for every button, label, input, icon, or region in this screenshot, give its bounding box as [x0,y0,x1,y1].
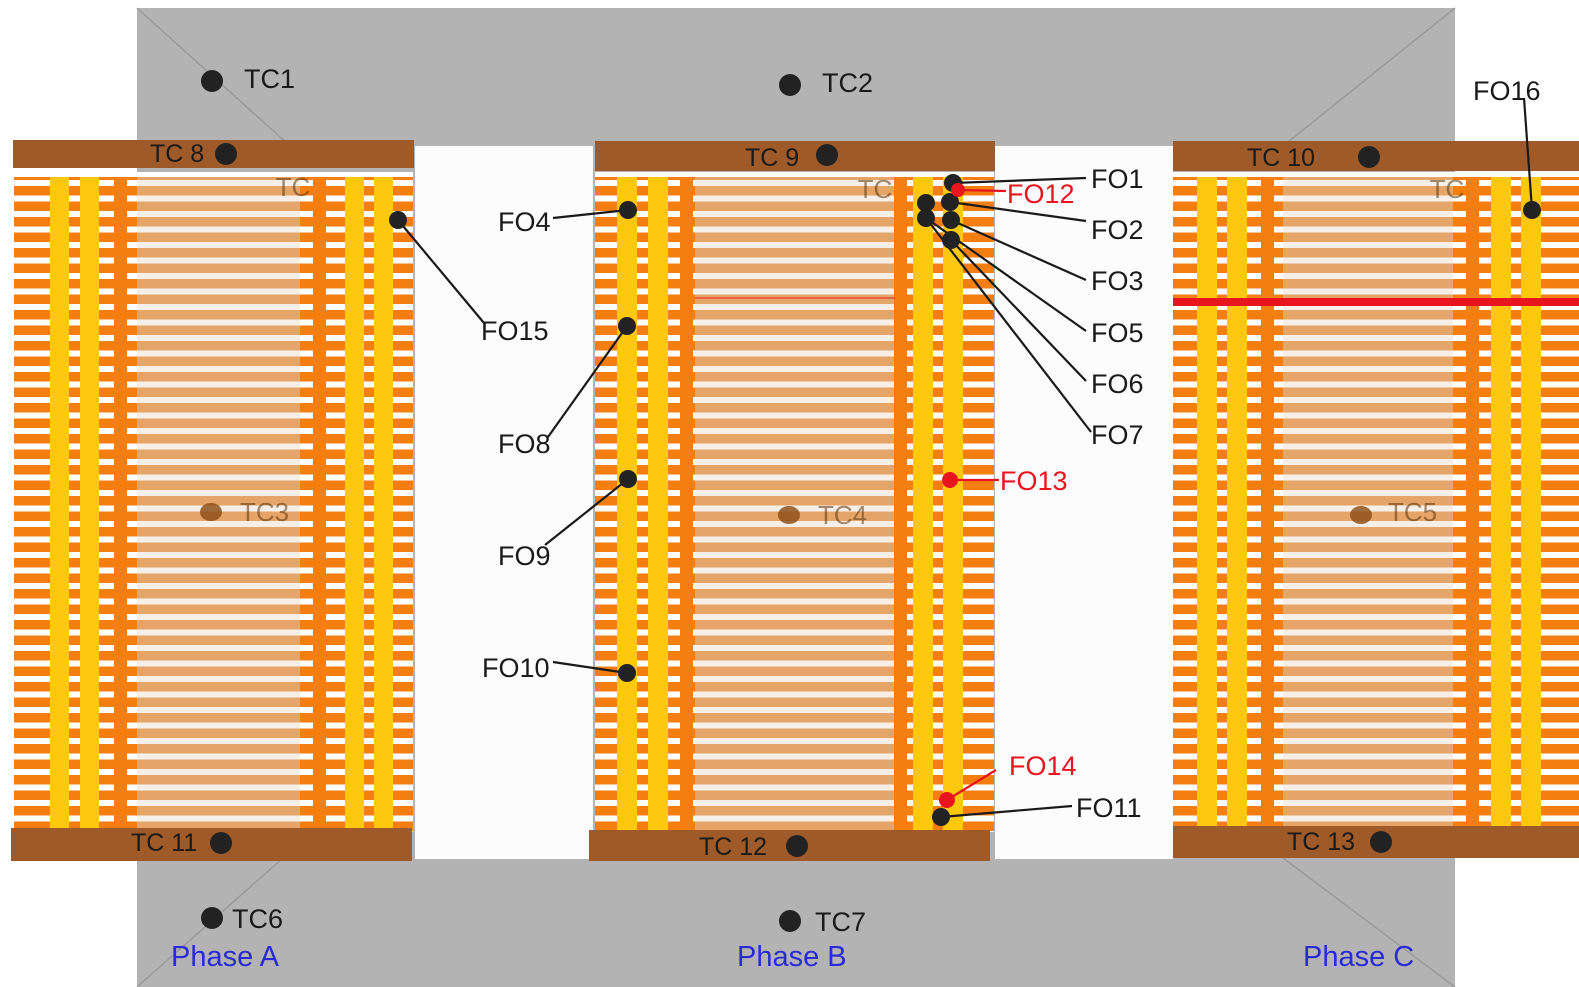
fo3-label: FO3 [1091,266,1144,296]
fo3-dot [942,211,960,229]
fo13-dot [942,472,958,488]
fo10-dot [618,664,636,682]
fo11-label: FO11 [1076,793,1142,823]
tc12-dot [786,835,808,857]
tc12-label: TC 12 [699,833,767,861]
tc6-label: TC6 [232,904,283,934]
tc9-dot [816,144,838,166]
svg-text:TC: TC [276,172,311,202]
fo4-label: FO4 [498,207,551,237]
fo14-dot [939,792,955,808]
phase-labels: Phase A Phase B Phase C [171,941,1414,973]
fo6-dot [917,209,935,227]
fo2-dot [941,193,959,211]
tc1-dot [201,70,223,92]
fo7-label: FO7 [1091,420,1144,450]
fiber-optic-labels: FO1 FO2 FO3 FO4 FO5 FO6 FO7 FO8 FO9 FO10… [481,76,1541,823]
tc5-label: TC5 [1388,497,1437,527]
svg-text:TC: TC [858,174,893,204]
fo14-label: FO14 [1009,751,1077,781]
tc2-label: TC2 [822,68,873,98]
fo16-label: FO16 [1473,76,1541,106]
fo15-dot [389,211,407,229]
tc11-label: TC 11 [131,829,197,857]
phase-b-label: Phase B [737,941,847,973]
winding-phase-c: TC TC5 [1173,172,1579,832]
tc11-dot [210,832,232,854]
fo5-dot [917,194,935,212]
phase-c-label: Phase C [1303,941,1414,973]
fo9-dot [619,470,637,488]
tc4-label: TC4 [818,500,867,530]
thermocouple-labels: TC1 TC2 TC 8 TC 9 TC 10 TC 11 TC 12 TC 1… [131,64,1355,937]
phase-a-label: Phase A [171,941,280,973]
fo8-dot [618,317,636,335]
tc1-label: TC1 [244,64,295,94]
tc3-label: TC3 [240,497,289,527]
tc7-dot [779,910,801,932]
fo9-label: FO9 [498,541,551,571]
fo11-dot [932,808,950,826]
fo13-label: FO13 [1000,466,1068,496]
fo4-dot [619,201,637,219]
tc13-label: TC 13 [1287,828,1355,856]
winding-phase-a: TC TC3 [14,172,413,832]
tc9-label: TC 9 [745,144,799,172]
tc10-label: TC 10 [1247,144,1315,172]
tc13-dot [1370,831,1392,853]
fo7-dot [942,231,960,249]
winding-phase-b: TC TC4 [595,172,994,832]
fo1-label: FO1 [1091,164,1144,194]
fo15-label: FO15 [481,316,549,346]
tc8-dot [215,143,237,165]
fo8-label: FO8 [498,429,551,459]
svg-text:TC: TC [1430,174,1465,204]
fo10-label: FO10 [482,653,550,683]
sensor-dots [201,70,1541,932]
fo6-label: FO6 [1091,369,1144,399]
fo5-label: FO5 [1091,318,1144,348]
tc8-label: TC 8 [150,140,204,168]
tc10-dot [1358,146,1380,168]
tc2-dot [779,74,801,96]
fo2-label: FO2 [1091,215,1144,245]
tc7-label: TC7 [815,907,866,937]
clamping-plates [11,140,1579,861]
tc6-dot [201,907,223,929]
fo12-label: FO12 [1007,179,1075,209]
fo16-dot [1523,201,1541,219]
leader-lines-red [946,188,1007,801]
fo12-dot [951,183,965,197]
